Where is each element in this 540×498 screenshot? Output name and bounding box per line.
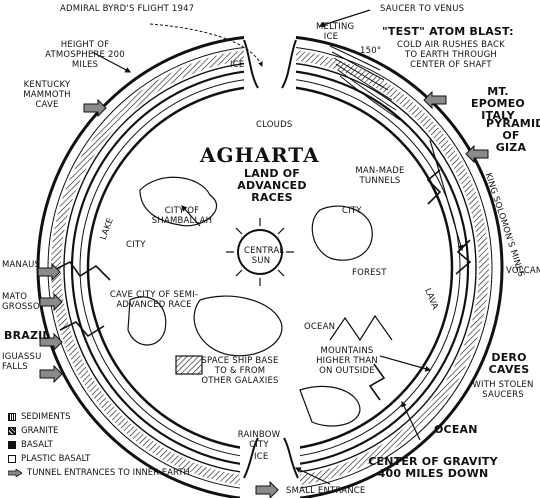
tunnel-arrow-icon [8,469,22,477]
outer-ocean-label: OCEAN [434,423,478,436]
saucer-venus-label: SAUCER TO VENUS [380,4,465,14]
legend-item-plastic-basalt: PLASTIC BASALT [8,452,190,466]
granite-swatch [8,427,16,435]
legend-label: TUNNEL ENTRANCES TO INNER EARTH [27,468,190,478]
advanced-races-subtitle: LAND OF ADVANCED RACES [237,167,307,204]
central-sun-label: CENTRAL SUN [244,246,285,266]
inner-ocean-label: OCEAN [304,322,336,332]
pointer-arrows [91,9,464,485]
sediments-swatch [8,413,16,421]
legend: SEDIMENTS GRANITE BASALT PLASTIC BASALT … [8,410,190,480]
central-sun-drawing [226,218,294,286]
admiral-byrd-label: ADMIRAL BYRD'S FLIGHT 1947 [60,4,195,14]
cave-city-label: CAVE CITY OF SEMI-ADVANCED RACE [109,290,199,310]
atom-blast-label: "TEST" ATOM BLAST: [382,25,514,38]
tunnels [53,169,472,401]
cold-air-label: COLD AIR RUSHES BACK TO EARTH THROUGH CE… [397,40,505,70]
city-left-label: CITY [126,240,146,250]
legend-label: GRANITE [21,426,59,436]
stolen-saucers-label: WITH STOLEN SAUCERS [472,380,534,400]
legend-label: SEDIMENTS [21,412,71,422]
mato-grosso-label: MATO GROSSO [2,292,40,312]
byrd-flight-path [149,23,263,67]
kentucky-cave-label: KENTUCKY MAMMOTH CAVE [23,80,71,110]
clouds-label: CLOUDS [256,120,293,130]
legend-label: BASALT [21,440,53,450]
center-of-gravity-label: CENTER OF GRAVITY 400 MILES DOWN [368,455,498,480]
legend-label: PLASTIC BASALT [21,454,91,464]
plastic-basalt-swatch [8,455,16,463]
volcano-label: VOLCANO [506,266,540,276]
small-entrance-label: SMALL ENTRANCE [286,486,366,496]
legend-item-sediments: SEDIMENTS [8,410,190,424]
bottom-ice-label: ICE [254,452,269,462]
basalt-swatch [8,441,16,449]
iguassu-falls-label: IGUASSU FALLS [2,352,42,372]
forest-label: FOREST [352,268,387,278]
city-right-label: CITY [342,206,362,216]
legend-item-tunnel-entrances: TUNNEL ENTRANCES TO INNER EARTH [8,466,190,480]
tunnel-entrance-arrows [37,90,489,498]
mountains-label: MOUNTAINS HIGHER THAN ON OUTSIDE [316,346,378,376]
legend-item-granite: GRANITE [8,424,190,438]
inner-landscape [127,176,393,427]
pyramid-giza-label: PYRAMID OF GIZA [486,117,540,154]
dero-caves-label: DERO CAVES [488,351,530,376]
mt-epomeo-label: MT. EPOMEO ITALY [471,85,525,122]
shamballah-label: CITY OF SHAMBALLAH [151,206,213,226]
atom-blast-rays [329,45,401,121]
melting-ice-label: MELTING ICE [316,22,355,42]
top-ice-label: ICE [230,60,245,70]
man-made-tunnels-label: MAN-MADE TUNNELS [355,166,405,186]
agharta-title: AGHARTA [200,143,320,167]
brazil-label: BRAZIL [4,329,50,342]
rainbow-city-label: RAINBOW CITY [237,430,281,450]
manaus-label: MANAUS [2,260,41,270]
atmosphere-height-label: HEIGHT OF ATMOSPHERE 200 MILES [45,40,125,70]
legend-item-basalt: BASALT [8,438,190,452]
space-ship-base-label: SPACE SHIP BASE TO & FROM OTHER GALAXIES [201,356,279,386]
blast-degrees-label: 150° [360,46,382,56]
